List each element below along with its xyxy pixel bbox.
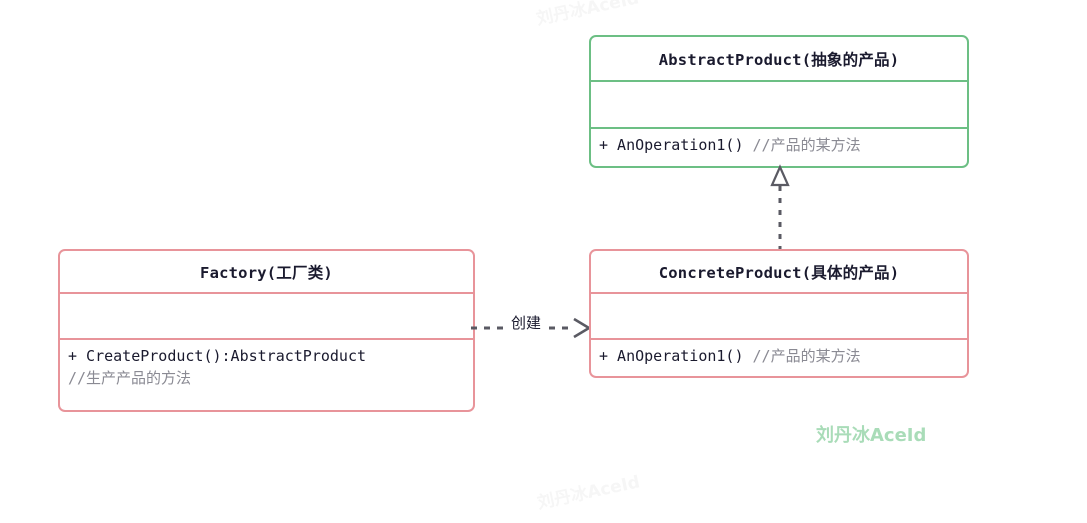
class-attributes-concrete-product — [591, 294, 967, 340]
class-methods-concrete-product: + AnOperation1() //产品的某方法 — [591, 340, 967, 376]
class-title-abstract-product: AbstractProduct(抽象的产品) — [591, 37, 967, 82]
method-signature-factory: + CreateProduct():AbstractProduct — [68, 347, 367, 365]
background-watermark-top: 刘丹冰AceId — [534, 0, 641, 30]
class-box-factory[interactable]: Factory(工厂类) + CreateProduct():AbstractP… — [58, 249, 475, 412]
class-attributes-abstract-product — [591, 82, 967, 129]
method-comment-abstract-product: //产品的某方法 — [752, 136, 861, 154]
class-box-abstract-product[interactable]: AbstractProduct(抽象的产品) + AnOperation1() … — [589, 35, 969, 168]
class-methods-factory: + CreateProduct():AbstractProduct //生产产品… — [60, 340, 473, 410]
connector-label-create: 创建 — [509, 313, 544, 333]
class-title-concrete-product: ConcreteProduct(具体的产品) — [591, 251, 967, 294]
author-watermark: 刘丹冰AceId — [816, 425, 927, 446]
method-signature-concrete-product: + AnOperation1() — [599, 347, 744, 365]
class-box-concrete-product[interactable]: ConcreteProduct(具体的产品) + AnOperation1() … — [589, 249, 969, 378]
class-attributes-factory — [60, 294, 473, 340]
realization-arrow-icon — [770, 164, 790, 252]
method-comment-factory: //生产产品的方法 — [68, 368, 192, 387]
realization-connector-concrete-to-abstract — [760, 163, 804, 253]
method-comment-concrete-product: //产品的某方法 — [752, 347, 861, 365]
class-methods-abstract-product: + AnOperation1() //产品的某方法 — [591, 129, 967, 166]
class-title-factory: Factory(工厂类) — [60, 251, 473, 294]
background-watermark-bottom: 刘丹冰AceId — [535, 472, 642, 514]
method-signature-abstract-product: + AnOperation1() — [599, 136, 744, 154]
